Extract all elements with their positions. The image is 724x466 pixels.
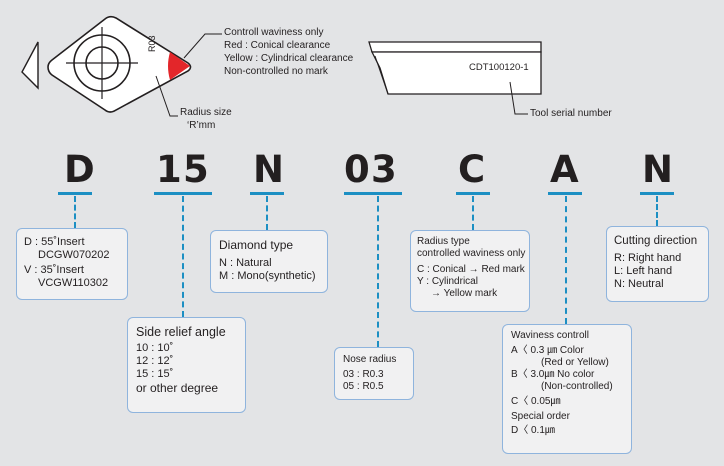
waviness-none-text: Non-controlled no mark [224, 66, 328, 77]
direction-title: Cutting direction [614, 235, 698, 247]
radius-size-label: Radius size [180, 107, 232, 118]
relief-line-3: 15 : 15˚ [136, 368, 174, 380]
serial-leader [509, 81, 528, 115]
tool-drawing [368, 41, 542, 115]
diamond-line-1: N : Natural [219, 257, 272, 269]
connector-n2 [656, 196, 658, 226]
shape-line-2: DCGW070202 [38, 249, 110, 261]
direction-line-2: L: Left hand [614, 265, 673, 277]
relief-box: Side relief angle 10 : 10˚ 12 : 12˚ 15 :… [127, 317, 246, 413]
shape-line-1: D : 55˚Insert [24, 236, 85, 248]
connector-c [472, 196, 474, 230]
underline-n2 [640, 192, 674, 195]
underline-a [548, 192, 582, 195]
relief-line-2: 12 : 12˚ [136, 355, 174, 367]
nose-box: Nose radius 03 : R0.3 05 : R0.5 [334, 347, 414, 400]
underline-n [250, 192, 284, 195]
insert-drawing [21, 15, 222, 117]
code-letter-3: 3 [371, 148, 397, 191]
diamond-box: Diamond type N : Natural M : Mono(synthe… [210, 230, 328, 293]
insert-side-view [21, 41, 39, 90]
connector-03 [377, 196, 379, 347]
waviness-special: Special order [511, 411, 570, 422]
code-letter-n2: N [642, 148, 673, 191]
radius-unit-label: ‘R’mm [187, 120, 216, 131]
code-letter-0: 0 [344, 148, 370, 191]
waviness-red-text: Red : Conical clearance [224, 40, 331, 51]
underline-d [58, 192, 92, 195]
waviness-a-2: (Red or Yellow) [541, 357, 609, 368]
radius-type-title-1: Radius type [417, 236, 470, 247]
code-letter-5: 5 [183, 148, 209, 191]
waviness-d-1: D〈 0.1㎛ [511, 425, 555, 436]
relief-line-4: or other degree [136, 381, 219, 395]
radius-type-line-2: Y : Cylindrical [417, 276, 478, 287]
shape-line-3: V : 35˚Insert [24, 264, 84, 276]
waviness-leader [183, 33, 222, 59]
waviness-title: Controll waviness only [224, 27, 324, 38]
relief-line-1: 10 : 10˚ [136, 342, 174, 354]
radius-type-line-3: → Yellow mark [431, 288, 498, 299]
connector-15 [182, 196, 184, 317]
tool-top-face [368, 41, 542, 53]
nose-line-1: 03 : R0.3 [343, 369, 384, 380]
shape-line-4: VCGW110302 [38, 277, 109, 289]
tool-edge-line [374, 55, 389, 95]
underline-15 [154, 192, 212, 195]
radius-type-box: Radius type controlled waviness only C :… [410, 230, 530, 312]
diamond-title: Diamond type [219, 238, 294, 252]
code-letter-1: 1 [156, 148, 182, 191]
code-letter-d: D [64, 148, 95, 191]
relief-title: Side relief angle [136, 325, 226, 339]
radius-leader [155, 75, 178, 117]
waviness-box: Waviness controll A〈 0.3 ㎛ Color (Red or… [502, 324, 632, 454]
direction-line-3: N: Neutral [614, 278, 664, 290]
waviness-b-1: B〈 3.0㎛ No color [511, 369, 595, 380]
code-letter-n: N [253, 148, 284, 191]
waviness-b-2: (Non-controlled) [541, 381, 613, 392]
connector-d [74, 196, 76, 228]
radius-code-label: R03 [147, 35, 157, 52]
radius-type-title-2: controlled waviness only [417, 248, 526, 259]
underline-c [456, 192, 490, 195]
waviness-yellow-text: Yellow : Cylindrical clearance [224, 53, 354, 64]
waviness-box-title: Waviness controll [511, 330, 589, 341]
radius-type-line-1: C : Conical → Red mark [417, 264, 525, 275]
nose-title: Nose radius [343, 354, 397, 365]
insert-outline [47, 15, 192, 113]
connector-n [266, 196, 268, 230]
waviness-c-1: C〈 0.05㎛ [511, 396, 561, 407]
red-tip-mark [168, 52, 190, 80]
waviness-a-1: A〈 0.3 ㎛ Color [511, 345, 584, 356]
direction-line-1: R: Right hand [614, 252, 682, 264]
shape-box: D : 55˚Insert DCGW070202 V : 35˚Insert V… [16, 228, 128, 300]
connector-a [565, 196, 567, 324]
tool-serial-text: CDT100120-1 [469, 62, 529, 73]
diamond-line-2: M : Mono(synthetic) [219, 270, 316, 282]
direction-box: Cutting direction R: Right hand L: Left … [606, 226, 709, 302]
underline-03 [344, 192, 402, 195]
code-letter-a: A [550, 148, 579, 191]
tool-serial-label: Tool serial number [530, 108, 612, 119]
nose-line-2: 05 : R0.5 [343, 381, 384, 392]
code-letter-c: C [458, 148, 486, 191]
